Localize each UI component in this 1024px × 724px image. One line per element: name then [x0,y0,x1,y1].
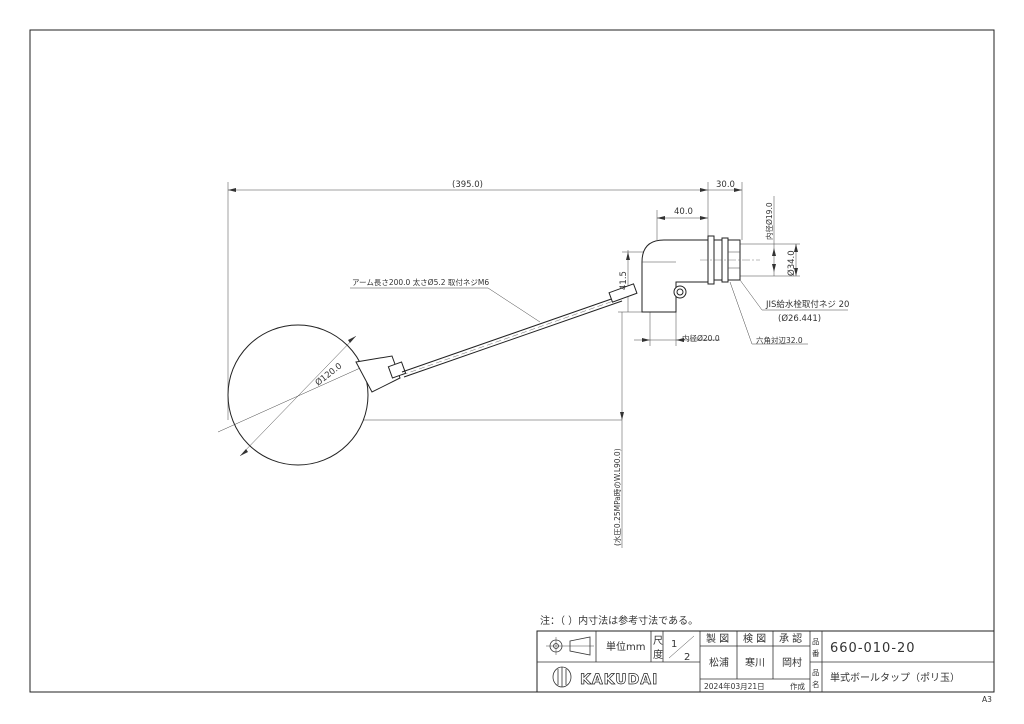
scale-numerator: 1 [671,639,677,650]
dim-dia-34: Ø34.0 [786,250,797,276]
approve-label: 承 認 [779,632,802,645]
checked-by: 寒川 [745,656,765,669]
product-name-label-1: 品 [812,668,820,677]
made-label: 製 図 [706,632,729,645]
created-label: 作成 [790,681,805,691]
projection-symbol-icon [546,636,594,656]
check-label: 検 図 [743,632,766,645]
part-number: 660-010-20 [830,641,916,656]
scale-denominator: 2 [684,652,690,663]
made-by: 松浦 [709,656,729,669]
note-arm: アーム長さ200.0 太さØ5.2 取付ネジM6 [352,277,489,287]
scale-label-2: 度 [653,648,663,661]
note-water-level: (水圧0.25MPa時のW.L90.0) [612,448,622,546]
note-hex-across: 六角対辺32.0 [756,335,803,345]
dim-offset-40: 40.0 [674,207,693,217]
ball-tap-drawing [217,182,848,548]
part-number-label-2: 番 [812,648,820,658]
dim-inner-dia-19: 内径Ø19.0 [764,202,774,240]
dim-total-length: (395.0) [452,180,483,190]
note-thread-dia: (Ø26.441) [778,313,821,324]
product-name-label-2: 名 [812,679,820,689]
title-block [536,630,995,693]
created-date: 2024年03月21日 [704,681,765,691]
sheet-border [29,29,995,693]
approved-by: 岡村 [782,656,802,669]
dim-inner-dia-20: 内径Ø20.0 [682,333,720,343]
product-name: 単式ボールタップ（ポリ玉） [830,671,960,684]
reference-note: 注：（ ）内寸法は参考寸法である。 [540,614,698,627]
note-jis-thread: JIS給水栓取付ネジ 20 [765,299,849,310]
dim-offset-30: 30.0 [716,180,735,190]
company-logo-text: KAKUDAI [580,672,658,688]
kakudai-logo [552,666,572,688]
sheet-size: A3 [982,695,992,704]
unit-label: 単位mm [606,640,645,653]
scale-label-1: 尺 [653,635,663,647]
part-number-label-1: 品 [812,637,820,646]
dim-height-41-5: 41.5 [619,271,629,290]
